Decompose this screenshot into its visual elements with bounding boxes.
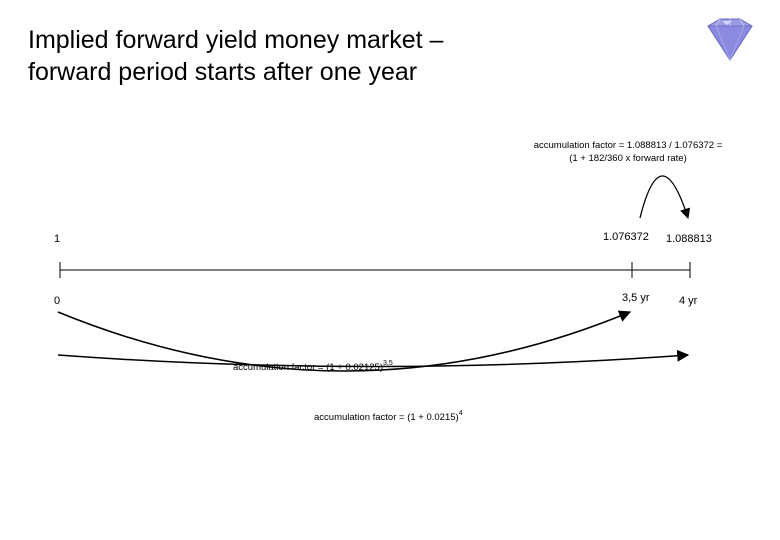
time-end-label: 4 yr (679, 295, 698, 307)
formula-3-5yr: accumulation factor = (1 + 0.02125)3,5 (233, 360, 393, 374)
page-title: Implied forward yield money market – for… (28, 24, 588, 88)
value-start-label: 1 (54, 233, 61, 245)
arrow-0-to-3-5yr (57, 310, 632, 372)
formula-4yr: accumulation factor = (1 + 0.0215)4 (314, 410, 463, 424)
top-formula-line-2: (1 + 182/360 x forward rate) (569, 153, 687, 164)
title-line-1: Implied forward yield money market – (28, 26, 444, 54)
value-mid-label: 1.076372 (603, 231, 649, 243)
formula-4yr-text: accumulation factor = (1 + 0.0215) (314, 412, 459, 423)
value-end-label: 1.088813 (666, 233, 712, 245)
title-line-2: forward period starts after one year (28, 58, 418, 86)
diamond-icon (707, 18, 753, 61)
formula-3-5yr-exponent: 3,5 (382, 360, 393, 367)
formula-4yr-exponent: 4 (458, 410, 463, 417)
top-formula-line-1: accumulation factor = 1.088813 / 1.07637… (533, 140, 723, 151)
time-start-label: 0 (54, 295, 61, 307)
forward-period-arrow (639, 175, 691, 219)
time-mid-label: 3,5 yr (622, 292, 650, 304)
formula-3-5yr-text: accumulation factor = (1 + 0.02125) (233, 362, 383, 373)
arrow-0-to-4yr (57, 349, 690, 368)
top-formula: accumulation factor = 1.088813 / 1.07637… (498, 139, 758, 165)
